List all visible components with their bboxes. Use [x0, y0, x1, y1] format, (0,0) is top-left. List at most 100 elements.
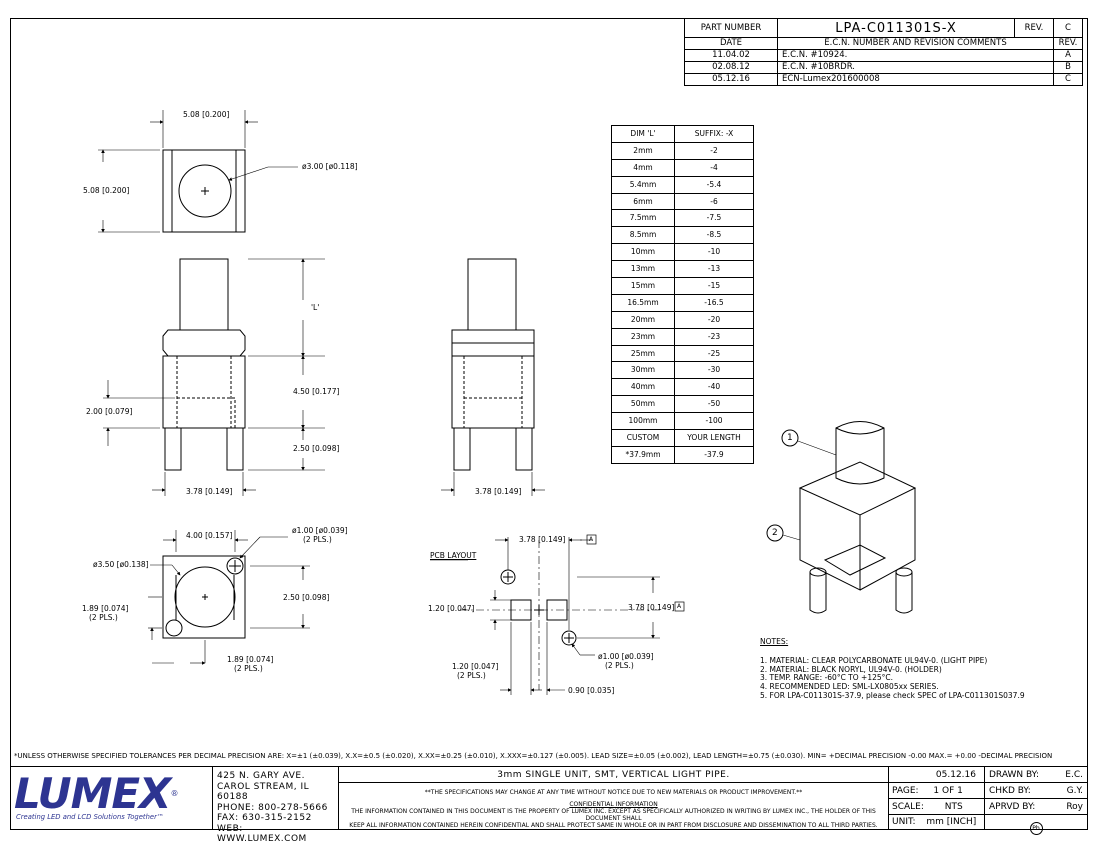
drawn-value: E.C.: [1065, 770, 1083, 780]
dim-top-diameter: ø3.00 [ø0.118]: [302, 162, 358, 171]
address-cell: 425 N. GARY AVE. CAROL STREAM, IL 60188 …: [212, 766, 339, 844]
page-value: 1 OF 1: [933, 786, 963, 796]
registered-mark: ®: [170, 789, 178, 798]
scale-value: NTS: [944, 802, 963, 812]
table-row: *37.9mm-37.9: [611, 445, 754, 464]
dim-bottom-100-pls: (2 PLS.): [303, 535, 332, 544]
dim-bottom-100: ø1.00 [ø0.039]: [292, 526, 348, 535]
datum-a-top: A: [589, 536, 594, 543]
description: 3mm SINGLE UNIT, SMT, VERTICAL LIGHT PIP…: [338, 766, 889, 783]
dim-pcb-120a: 1.20 [0.047]: [428, 604, 475, 613]
lead-free-icon: Pb: [1029, 822, 1043, 835]
dim-bottom-189b-pls: (2 PLS.): [234, 664, 263, 673]
unit-label: UNIT:: [892, 817, 916, 827]
balloon-2: 2: [772, 528, 778, 538]
front-view: [103, 258, 325, 496]
dim-top-height: 5.08 [0.200]: [83, 186, 130, 195]
dim-pcb-100-pls: (2 PLS.): [605, 661, 634, 670]
confidential-cell: **THE SPECIFICATIONS MAY CHANGE AT ANY T…: [338, 782, 889, 830]
bottom-view: [148, 530, 310, 665]
table-row: 10mm-10: [611, 243, 754, 262]
table-row: 8.5mm-8.5: [611, 226, 754, 245]
logo-text: LUMEX: [14, 769, 171, 818]
page-label: PAGE:: [892, 786, 919, 796]
chkd-cell: CHKD BY: G.Y.: [984, 782, 1088, 799]
address-line: PHONE: 800-278-5666: [217, 802, 328, 813]
table-row: 30mm-30: [611, 361, 754, 380]
note-item: 1. MATERIAL: CLEAR POLYCARBONATE UL94V-0…: [760, 655, 988, 665]
technical-drawing: [98, 110, 917, 695]
dim-pcb-378-right: 3.78 [0.149]: [628, 603, 675, 612]
aprvd-cell: APRVD BY: Roy: [984, 798, 1088, 815]
dim-front-378: 3.78 [0.149]: [186, 487, 233, 496]
title-block: 425 N. GARY AVE. CAROL STREAM, IL 60188 …: [10, 766, 1088, 844]
suffix-cell: -37.9: [674, 445, 754, 464]
spec-change-note: **THE SPECIFICATIONS MAY CHANGE AT ANY T…: [424, 789, 803, 796]
rev-comment: ECN-Lumex201600008: [777, 73, 1054, 86]
table-row: 23mm-23: [611, 327, 754, 346]
dim-bottom-350: ø3.50 [ø0.138]: [93, 560, 149, 569]
table-row: 20mm-20: [611, 310, 754, 329]
pcb-layout: [430, 534, 685, 695]
aprvd-value: Roy: [1066, 802, 1083, 812]
dim-front-450: 4.50 [0.177]: [293, 387, 340, 396]
drawn-label: DRAWN BY:: [989, 770, 1039, 780]
revision-table: PART NUMBER LPA-C011301S-X REV. C DATE E…: [684, 18, 1083, 86]
table-row: 05.12.16 ECN-Lumex201600008 C: [684, 73, 1083, 86]
rohs-cell: Pb: [984, 814, 1088, 835]
aprvd-label: APRVD BY:: [989, 802, 1036, 812]
tolerance-note: *UNLESS OTHERWISE SPECIFIED TOLERANCES P…: [14, 752, 1053, 760]
note-item: 4. RECOMMENDED LED: SML-LX0805xx SERIES.: [760, 682, 939, 692]
dim-pcb-378-top: 3.78 [0.149]: [519, 535, 566, 544]
confidential-text: KEEP ALL INFORMATION CONTAINED HEREIN CO…: [349, 822, 878, 829]
address-line: 425 N. GARY AVE.: [217, 771, 305, 781]
table-row: 15mm-15: [611, 277, 754, 295]
confidential-text: THE INFORMATION CONTAINED IN THIS DOCUME…: [351, 808, 876, 822]
dim-pcb-100: ø1.00 [ø0.039]: [598, 652, 654, 661]
scale-label: SCALE:: [892, 802, 924, 812]
dim-pcb-120b-pls: (2 PLS.): [457, 671, 486, 680]
lumex-logo: LUMEX®: [14, 773, 178, 815]
balloon-1: 1: [787, 433, 793, 443]
dim-pcb-090: 0.90 [0.035]: [568, 686, 615, 695]
note-item: 5. FOR LPA-C011301S-37.9, please check S…: [760, 690, 1025, 700]
table-row: 40mm-40: [611, 378, 754, 397]
address-line: CAROL STREAM, IL 60188: [217, 781, 310, 803]
dim-bottom-400: 4.00 [0.157]: [186, 531, 233, 540]
dim-bottom-189a-pls: (2 PLS.): [89, 613, 118, 622]
table-row: 2mm-2: [611, 141, 754, 160]
page-cell: PAGE: 1 OF 1: [888, 782, 985, 799]
dim-bottom-189b: 1.89 [0.074]: [227, 655, 274, 664]
suffix-cell: -20: [674, 310, 754, 329]
confidential-title: CONFIDENTIAL INFORMATION: [569, 801, 658, 808]
note-item: 3. TEMP. RANGE: -60°C TO +125°C.: [760, 673, 894, 683]
unit-value: mm [INCH]: [926, 817, 977, 827]
dim-top-width: 5.08 [0.200]: [183, 110, 230, 119]
dim-bottom-189a: 1.89 [0.074]: [82, 604, 129, 613]
chkd-label: CHKD BY:: [989, 786, 1031, 796]
datum-a-right: A: [677, 603, 682, 610]
notes-block: NOTES: 1. MATERIAL: CLEAR POLYCARBONATE …: [760, 637, 1025, 701]
unit-cell: UNIT: mm [INCH]: [888, 814, 985, 830]
address-line: FAX: 630-315-2152: [217, 813, 312, 823]
isometric-view: [766, 421, 917, 614]
drawn-cell: DRAWN BY: E.C.: [984, 766, 1088, 783]
dim-length-L: 'L': [311, 303, 320, 312]
top-view: [98, 110, 298, 233]
drawing-date: 05.12.16: [888, 766, 985, 783]
dim-side-378: 3.78 [0.149]: [475, 487, 522, 496]
side-view: [441, 258, 545, 496]
dim-front-200: 2.00 [0.079]: [86, 407, 133, 416]
scale-cell: SCALE: NTS: [888, 798, 985, 815]
dim-front-250: 2.50 [0.098]: [293, 444, 340, 453]
dim-pcb-120b: 1.20 [0.047]: [452, 662, 499, 671]
pcb-layout-title: PCB LAYOUT: [430, 551, 477, 560]
note-item: 2. MATERIAL: BLACK NORYL, UL94V-0. (HOLD…: [760, 664, 942, 674]
address-line: WEB: WWW.LUMEX.COM: [217, 823, 307, 845]
chkd-value: G.Y.: [1066, 786, 1083, 796]
table-row: 100mm-100: [611, 412, 754, 431]
notes-title: NOTES:: [760, 637, 789, 646]
dim-bottom-250: 2.50 [0.098]: [283, 593, 330, 602]
tagline: Creating LED and LCD Solutions Together™: [16, 813, 164, 821]
